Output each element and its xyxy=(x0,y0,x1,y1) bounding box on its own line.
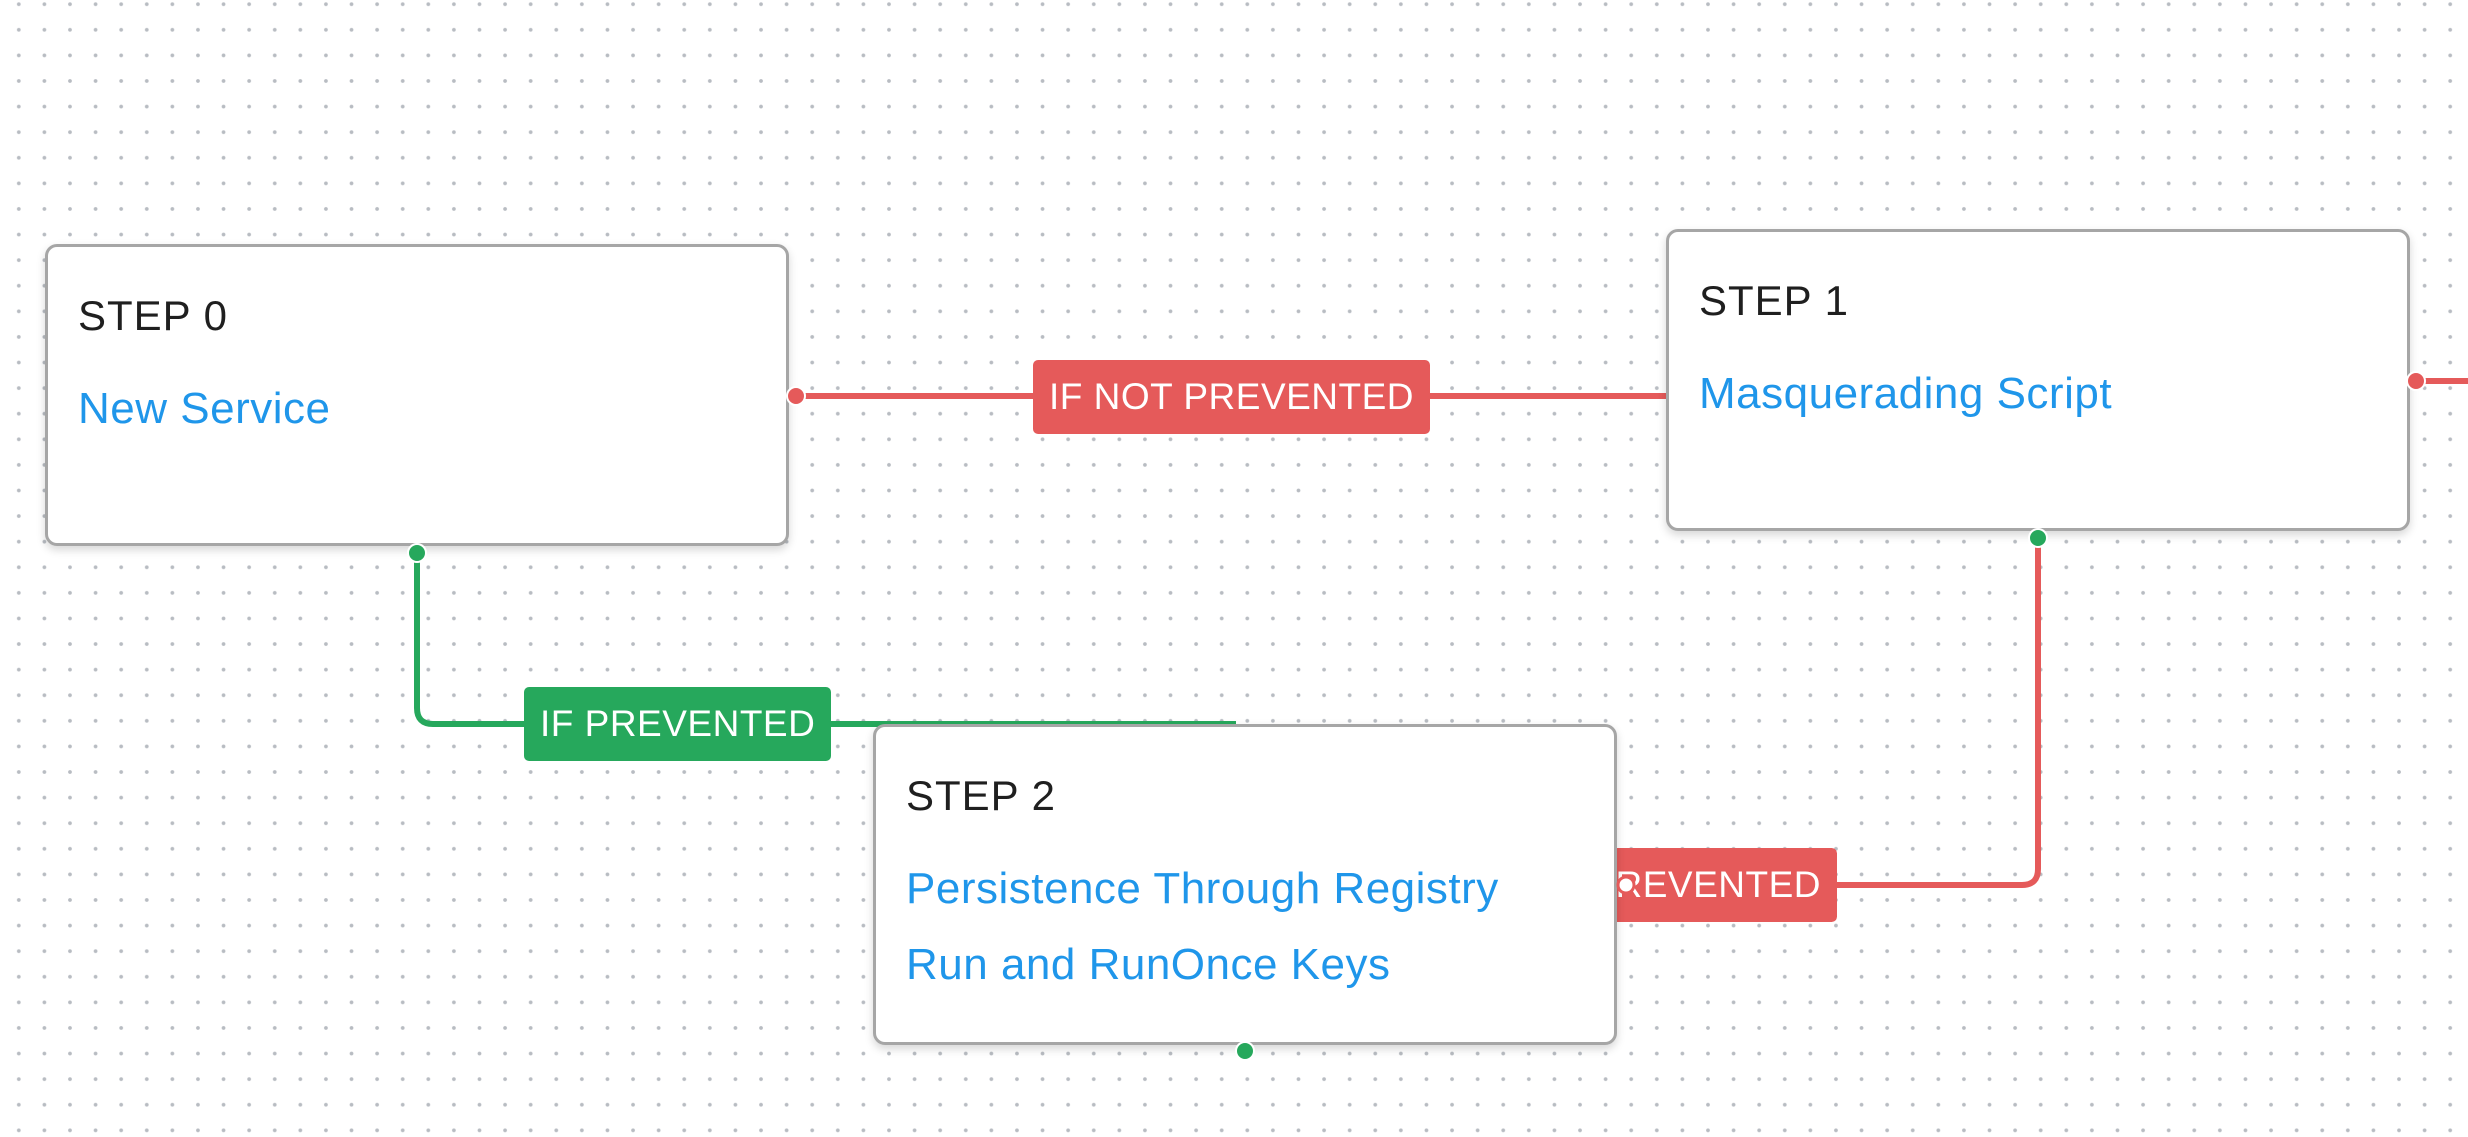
edge-label-if-prevented-step1-clip: REVENTED xyxy=(1600,848,1837,922)
edge-step0-to-step2[interactable] xyxy=(414,553,1236,727)
step1-bottom-handle[interactable] xyxy=(2028,528,2048,548)
step-heading: STEP 2 xyxy=(906,772,1056,819)
step-node-0[interactable]: STEP 0 New Service xyxy=(45,244,789,546)
step-title-link[interactable]: Masquerading Script xyxy=(1699,369,2113,419)
step-title-link[interactable]: Persistence Through Registry Run and Run… xyxy=(906,851,1584,1003)
edge-label-if-prevented-step0[interactable]: IF PREVENTED xyxy=(524,687,832,761)
step-title-line-1: Persistence Through Registry xyxy=(906,864,1499,914)
edge-step1-to-step2[interactable] xyxy=(1626,538,2041,888)
step-title-link[interactable]: New Service xyxy=(78,384,331,434)
edge-label-if-prevented-step1[interactable]: REVENTED xyxy=(1600,848,1837,922)
edge-label-if-not-prevented[interactable]: IF NOT PREVENTED xyxy=(1033,360,1431,434)
step0-bottom-handle[interactable] xyxy=(407,543,427,563)
step-heading: STEP 0 xyxy=(78,292,228,339)
step-node-1[interactable]: STEP 1 Masquerading Script xyxy=(1666,229,2410,531)
step2-right-handle[interactable] xyxy=(1616,875,1636,895)
step-heading: STEP 1 xyxy=(1699,277,1849,324)
step-title-line-2: Run and RunOnce Keys xyxy=(906,940,1391,990)
step0-right-handle[interactable] xyxy=(786,386,806,406)
step1-right-handle[interactable] xyxy=(2406,371,2426,391)
step2-bottom-handle[interactable] xyxy=(1235,1041,1255,1061)
step-node-2[interactable]: STEP 2 Persistence Through Registry Run … xyxy=(873,724,1617,1045)
